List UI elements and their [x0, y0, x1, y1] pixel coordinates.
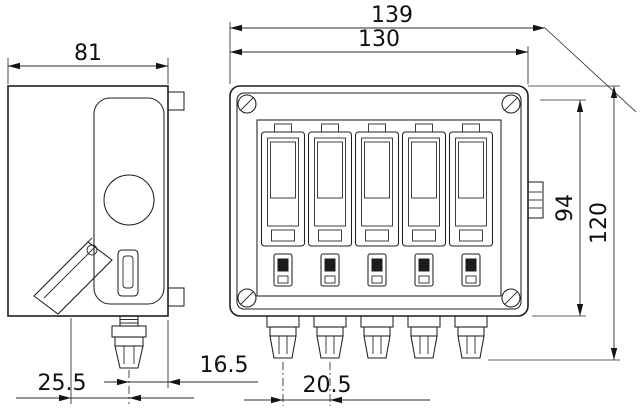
mount-tab-top	[167, 91, 185, 111]
side-connector	[527, 181, 544, 219]
fuse-module-4	[401, 123, 447, 287]
latch-handle	[117, 249, 139, 297]
module-recess	[256, 119, 502, 297]
knockout-circle	[103, 174, 155, 226]
dim-label-overall-height: 120	[587, 202, 612, 244]
corner-screw-top-left	[237, 94, 257, 114]
fuse-module-5	[448, 123, 494, 287]
dim-label-gland-offset: 16.5	[200, 353, 249, 378]
dim-label-gland-pitch: 20.5	[303, 373, 352, 398]
dim-label-body-width: 130	[358, 27, 400, 52]
dim-label-panel-height: 94	[553, 194, 578, 222]
dimension-lines	[7, 22, 637, 406]
hinged-flap	[33, 237, 113, 315]
dimension-labels: 139 130 81 94 120 16.5 25.5 20.5	[38, 3, 612, 398]
side-cable-gland	[111, 315, 147, 369]
side-view	[7, 85, 185, 369]
oblique-extension-line	[544, 27, 637, 113]
corner-screw-bottom-right	[501, 288, 521, 308]
corner-screw-bottom-left	[237, 288, 257, 308]
cable-gland-1	[266, 315, 300, 359]
fuse-module-2	[307, 123, 353, 287]
mount-tab-bottom	[167, 287, 185, 307]
cable-gland-5	[454, 315, 488, 359]
fuse-module-3	[354, 123, 400, 287]
dim-label-overall-width: 139	[371, 3, 413, 28]
dim-label-side-gland-offset: 25.5	[38, 371, 87, 396]
fuse-module-1	[260, 123, 306, 287]
front-view	[229, 85, 544, 359]
cable-gland-4	[407, 315, 441, 359]
cable-gland-2	[313, 315, 347, 359]
dim-label-side-depth: 81	[74, 41, 102, 66]
cable-gland-3	[360, 315, 394, 359]
cover-profile	[93, 97, 165, 305]
corner-screw-top-right	[501, 94, 521, 114]
